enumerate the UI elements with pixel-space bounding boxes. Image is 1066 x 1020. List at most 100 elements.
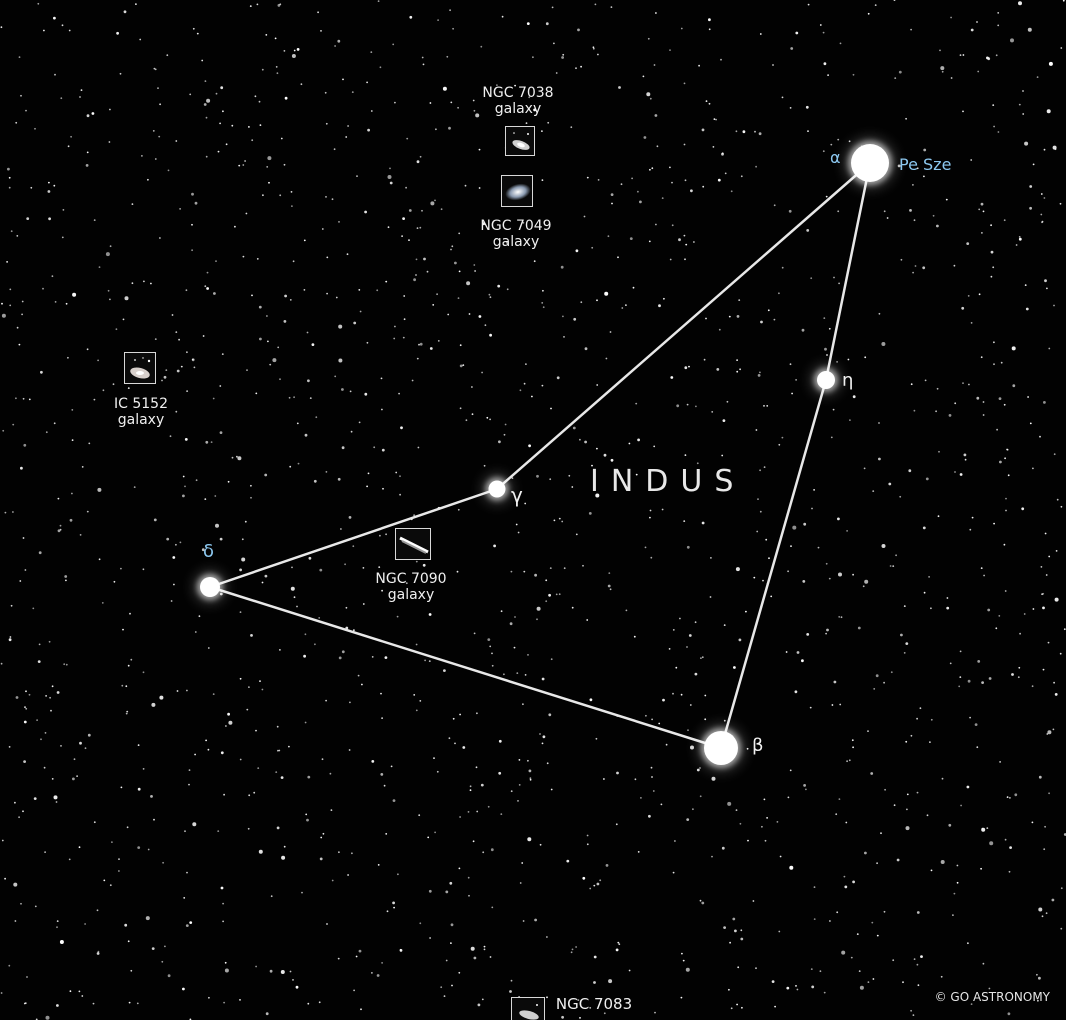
background-star [28,693,31,696]
background-star [367,472,370,475]
background-star [280,970,285,974]
irregular-galaxy-icon[interactable] [124,352,156,384]
background-star [856,933,859,935]
background-star [377,864,380,866]
background-star [556,376,560,380]
background-star [319,568,323,572]
background-star [428,660,431,662]
spiral-galaxy-icon[interactable] [511,997,545,1020]
background-star [881,544,886,548]
background-star [107,289,110,292]
elliptical-galaxy-icon[interactable] [501,175,533,207]
background-star [908,469,912,473]
star-beta[interactable] [704,731,738,765]
background-star [807,3,810,6]
dso-label-ic5152[interactable]: IC 5152 galaxy [114,396,168,428]
star-delta[interactable] [200,577,220,597]
background-star [23,1002,26,1005]
background-star [732,917,736,921]
background-star [24,569,27,571]
background-star [380,692,382,695]
background-star [419,226,422,229]
background-star [459,407,462,410]
background-star [489,956,492,958]
background-star [881,342,886,346]
background-star [536,606,541,611]
background-star [686,818,690,821]
background-star [883,210,886,213]
background-star [993,341,995,344]
background-star [303,289,306,291]
background-star [54,301,57,303]
background-star [37,2,40,5]
background-star [261,581,264,584]
star-gamma[interactable] [488,480,506,498]
background-star [521,862,524,864]
background-star [550,658,553,661]
background-star [621,307,624,309]
background-star [118,858,120,860]
background-star [307,379,310,383]
background-star [838,572,842,577]
background-star [746,747,749,750]
background-star [179,541,182,544]
background-star [236,455,238,458]
background-star [525,122,528,124]
background-star [766,817,768,819]
background-star [770,595,773,598]
background-star [892,959,895,962]
background-star [519,882,522,884]
background-star [876,862,878,865]
background-star [449,9,451,12]
background-star [705,317,707,320]
background-star [872,978,875,980]
background-star [423,257,426,261]
background-star [212,693,215,695]
background-star [280,776,284,779]
dso-label-ngc7049[interactable]: NGC 7049 galaxy [480,218,551,250]
background-star [265,34,268,36]
background-star [20,94,22,97]
edge-on-galaxy-icon[interactable] [395,528,431,560]
background-star [205,440,209,444]
star-eta[interactable] [817,371,835,389]
spiral-galaxy-icon[interactable] [505,126,535,156]
constellation-name: INDUS [590,464,746,499]
background-star [721,152,724,155]
background-star [522,221,525,224]
background-star [609,588,612,591]
background-star [899,495,902,498]
background-star [186,689,188,692]
background-star [464,184,467,187]
background-star [548,713,552,717]
background-star [53,184,56,187]
background-star [80,89,83,91]
background-star [341,388,344,391]
background-star [607,584,611,588]
background-star [62,209,65,211]
star-alpha[interactable] [851,144,889,182]
background-star [671,181,673,184]
dso-label-ngc7038[interactable]: NGC 7038 galaxy [482,85,553,117]
background-star [57,529,61,533]
background-star [258,305,262,309]
background-star [186,871,188,874]
background-star [650,766,653,769]
background-star [759,469,761,472]
background-star [905,826,910,831]
dso-label-ngc7083[interactable]: NGC 7083 [556,996,632,1012]
background-star [1040,566,1043,568]
dso-label-ngc7090[interactable]: NGC 7090 galaxy [375,571,446,603]
background-star [936,387,939,390]
background-star [401,235,403,238]
background-star [289,465,292,468]
background-star [206,287,210,290]
background-star [716,368,720,371]
background-star [53,795,58,800]
background-star [239,568,243,572]
background-star [752,900,755,902]
background-star [457,106,459,109]
background-star [827,74,829,76]
background-star [685,243,688,246]
background-star [765,538,768,541]
